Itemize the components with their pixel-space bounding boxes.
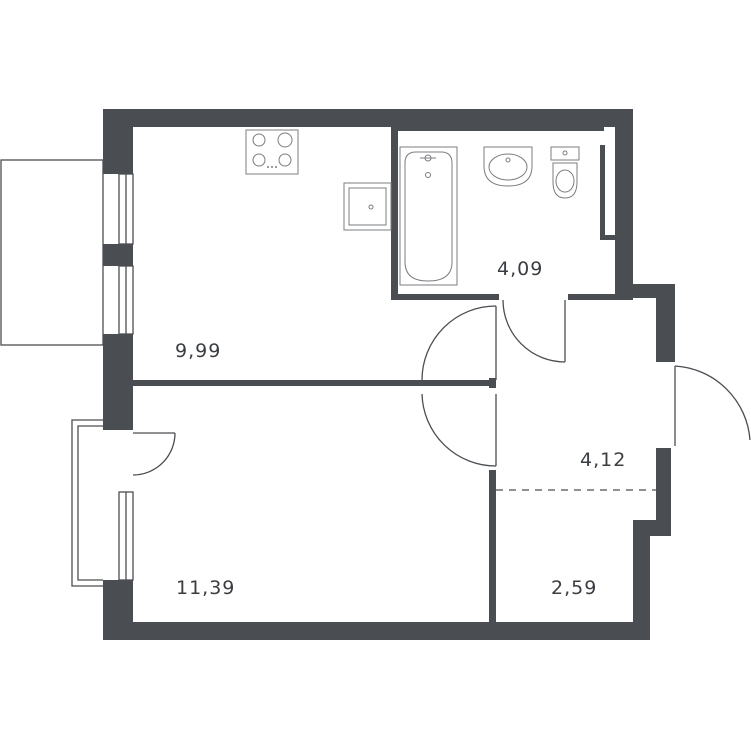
balcony-lower-frame — [71, 419, 103, 587]
toilet — [550, 146, 580, 199]
interior-walls — [133, 127, 633, 625]
bathtub — [399, 146, 458, 286]
door-living-room — [421, 393, 497, 467]
washbasin — [483, 146, 533, 187]
hallway-area-label: 4,12 — [580, 449, 626, 471]
window-kitchen — [118, 173, 134, 335]
kitchen-sink — [343, 182, 392, 231]
balcony — [0, 159, 104, 346]
entrance-door — [674, 365, 751, 446]
bathroom-area-label: 4,09 — [497, 258, 543, 280]
exterior-walls — [103, 109, 675, 640]
door-bathroom — [502, 299, 566, 363]
window-living-room — [118, 491, 134, 581]
kitchen-area-label: 9,99 — [175, 340, 221, 362]
living-room-area-label: 11,39 — [176, 577, 235, 599]
door-kitchen — [421, 305, 497, 381]
storage-area-label: 2,59 — [551, 577, 597, 599]
balcony-door — [132, 432, 176, 476]
stove — [245, 129, 299, 175]
